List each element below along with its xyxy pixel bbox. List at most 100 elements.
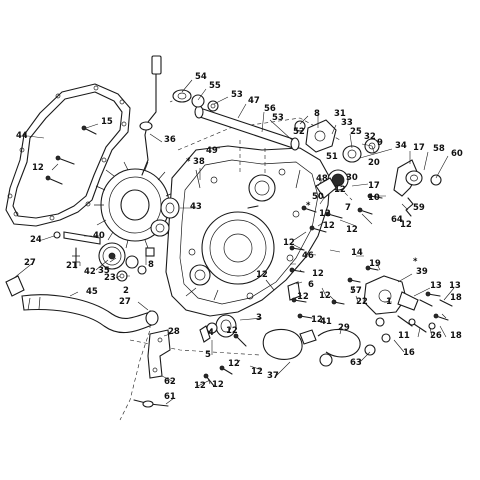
shaft	[194, 105, 300, 151]
part-callout-12: 12	[212, 380, 224, 390]
part-callout-61: 61	[164, 392, 176, 402]
part-callout-12: 12	[32, 163, 44, 173]
water-pump-housing	[363, 275, 453, 333]
part-callout-12: 12	[319, 209, 331, 219]
part-callout-17: 17	[413, 143, 425, 153]
part-callout-27: 27	[24, 258, 36, 268]
part-callout-2: 2	[123, 286, 129, 296]
oil-pump	[294, 119, 380, 199]
part-callout-42: 42	[84, 267, 96, 277]
part-callout-35: 35	[98, 266, 110, 276]
part-callout-5: 5	[205, 350, 211, 360]
part-callout-9: 9	[377, 138, 383, 148]
part-callout-54: 54	[195, 72, 207, 82]
part-callout-25: 25	[350, 127, 362, 137]
part-callout-12: 12	[228, 359, 240, 369]
part-callout-12: 12	[323, 221, 335, 231]
part-callout-53: 53	[272, 113, 284, 123]
part-callout-12: 12	[256, 270, 268, 280]
part-callout-19: 19	[369, 259, 381, 269]
asterisk-marker: *	[413, 257, 418, 267]
part-callout-18: 18	[450, 331, 462, 341]
part-callout-32: 32	[364, 132, 376, 142]
part-callout-12: 12	[312, 269, 324, 279]
part-callout-12: 12	[334, 185, 346, 195]
part-callout-12: 12	[226, 326, 238, 336]
part-callout-12: 12	[283, 238, 295, 248]
part-callout-20: 20	[368, 158, 380, 168]
part-callout-56: 56	[264, 104, 276, 114]
part-callout-55: 55	[209, 81, 221, 91]
flywheel-parts	[150, 197, 180, 237]
drain-hose	[5, 275, 159, 334]
asterisk-marker: *	[306, 201, 311, 211]
part-callout-62: 62	[164, 377, 176, 387]
part-callout-12: 12	[319, 291, 331, 301]
part-callout-4: 4	[208, 328, 214, 338]
part-callout-12: 12	[297, 292, 309, 302]
part-callout-44: 44	[16, 131, 28, 141]
part-callout-8: 8	[148, 260, 154, 270]
part-callout-3: 3	[256, 313, 262, 323]
part-callout-47: 47	[248, 96, 260, 106]
part-callout-50: 50	[312, 192, 324, 202]
bolts	[45, 125, 449, 387]
part-callout-15: 15	[101, 117, 113, 127]
part-callout-49: 49	[206, 146, 218, 156]
part-callout-53: 53	[231, 90, 243, 100]
upper-small-parts	[172, 89, 219, 112]
part-callout-30: 30	[346, 173, 358, 183]
leader-lines	[13, 79, 455, 405]
part-callout-10: 10	[368, 193, 380, 203]
asterisk-markers: * * *	[186, 157, 418, 267]
cable-bracket	[133, 329, 171, 408]
part-callout-26: 26	[430, 331, 442, 341]
part-callout-48: 48	[316, 174, 328, 184]
part-callout-45: 45	[86, 287, 98, 297]
part-callout-24: 24	[30, 235, 42, 245]
part-callout-52: 52	[293, 127, 305, 137]
part-callout-37: 37	[267, 371, 279, 381]
lower-assembly-parts	[199, 281, 391, 367]
part-callout-17: 17	[368, 181, 380, 191]
wire-harness	[139, 55, 162, 176]
part-callout-23: 23	[104, 273, 116, 283]
part-callout-39: 39	[416, 267, 428, 277]
part-callout-43: 43	[190, 202, 202, 212]
part-callout-12: 12	[251, 367, 263, 377]
part-callout-11: 11	[398, 331, 410, 341]
part-callout-12: 12	[311, 315, 323, 325]
part-callout-16: 16	[403, 348, 415, 358]
part-callout-13: 13	[430, 281, 442, 291]
part-callout-27: 27	[119, 297, 131, 307]
part-callout-60: 60	[451, 149, 463, 159]
part-callout-51: 51	[326, 152, 338, 162]
part-callout-40: 40	[93, 231, 105, 241]
part-callout-63: 63	[350, 358, 362, 368]
part-callout-36: 36	[164, 135, 176, 145]
part-callout-8: 8	[314, 109, 320, 119]
part-callout-18: 18	[450, 293, 462, 303]
part-callout-7: 7	[345, 203, 351, 213]
cover-gasket	[5, 83, 131, 227]
part-callout-21: 21	[66, 261, 78, 271]
part-callout-14: 14	[351, 248, 363, 258]
part-callout-12: 12	[194, 381, 206, 391]
part-callout-28: 28	[168, 327, 180, 337]
part-callout-58: 58	[433, 144, 445, 154]
part-callout-34: 34	[395, 141, 407, 151]
part-callout-46: 46	[302, 251, 314, 261]
part-callout-38: 38	[193, 157, 205, 167]
part-callout-22: 22	[356, 297, 368, 307]
crankcase-cover	[165, 145, 331, 317]
shift-lever	[393, 159, 442, 217]
part-callout-1: 1	[386, 297, 392, 307]
part-callout-33: 33	[341, 118, 353, 128]
part-callout-6: 6	[308, 280, 314, 290]
part-callout-59: 59	[413, 203, 425, 213]
part-callout-12: 12	[346, 225, 358, 235]
asterisk-marker: *	[186, 157, 191, 167]
part-callout-64: 64	[391, 215, 403, 225]
